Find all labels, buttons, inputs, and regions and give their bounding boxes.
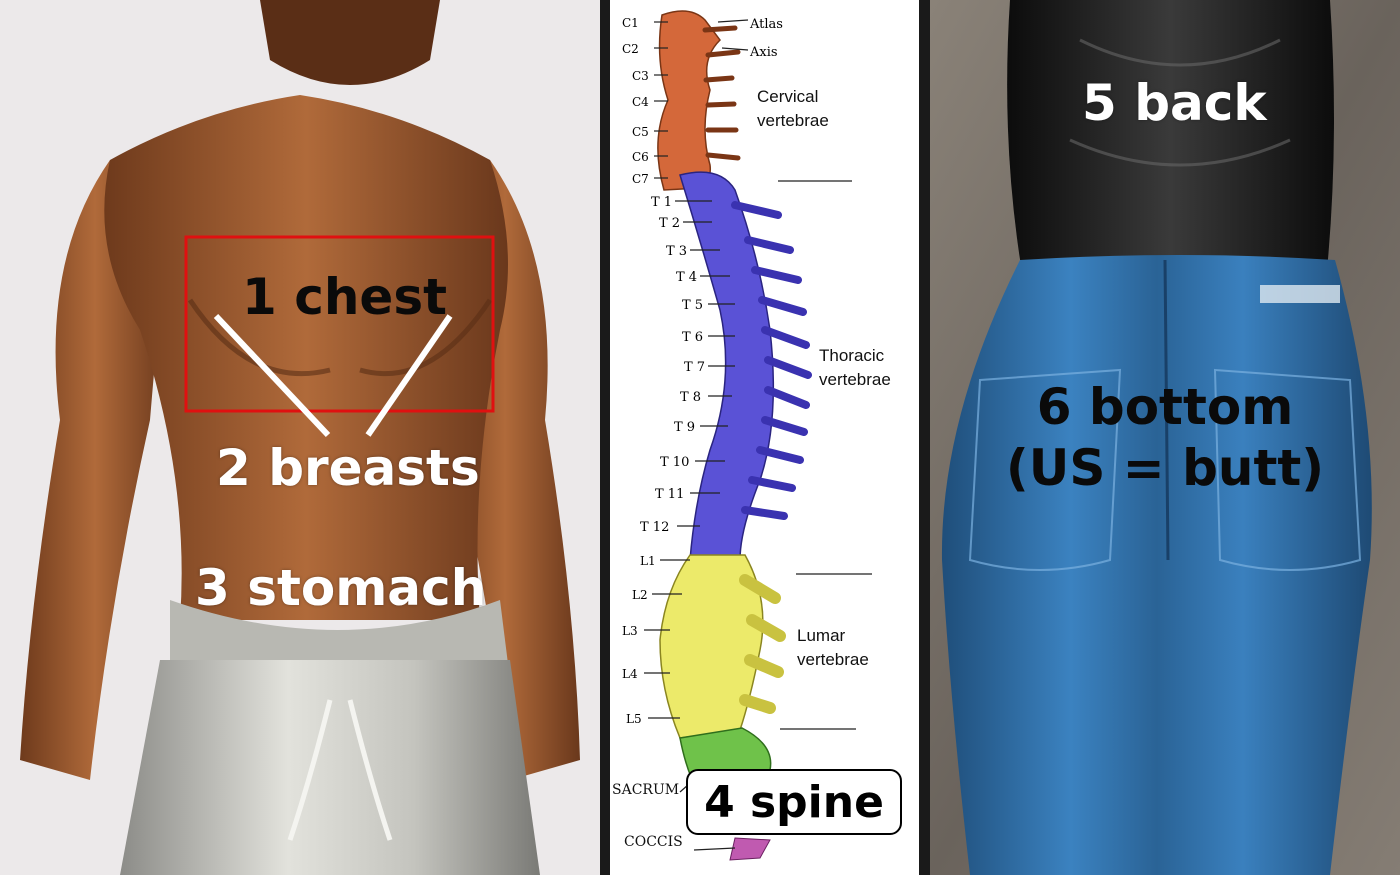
bottom-label: 6 bottom: [1036, 378, 1294, 436]
sacrum-label: SACRUM: [612, 782, 680, 798]
level-label-c4: C4: [632, 95, 649, 109]
level-label-c2: C2: [622, 42, 639, 56]
level-label-t2: T 2: [659, 216, 680, 231]
spine-label: 4 spine: [686, 769, 902, 835]
level-label-t10: T 10: [660, 455, 689, 470]
level-tick-lines: [644, 19, 872, 851]
level-label-l4: L4: [622, 667, 638, 681]
level-label-c6: C6: [632, 150, 649, 164]
level-label-c3: C3: [632, 69, 649, 83]
level-label-c5: C5: [632, 125, 649, 139]
back-label: 5 back: [1082, 74, 1267, 132]
breasts-label: 2 breasts: [216, 439, 480, 497]
level-label-t9: T 9: [674, 420, 695, 435]
level-label-t6: T 6: [682, 330, 703, 345]
level-label-c7: C7: [632, 172, 649, 186]
level-label-l2: L2: [632, 588, 648, 602]
level-label-l1: L1: [640, 554, 656, 568]
level-label-t3: T 3: [666, 244, 687, 259]
torso-photo-panel: 1 chest 2 breasts 3 stomach: [0, 0, 600, 875]
breast-pointer-line-right: [365, 314, 453, 437]
back-photo-panel: 5 back 6 bottom (US = butt): [930, 0, 1400, 875]
torso-illustration: [20, 0, 580, 875]
back-illustration: [930, 0, 1400, 875]
axis-label: Axis: [749, 45, 778, 60]
breast-pointer-line-left: [213, 313, 331, 438]
chest-label: 1 chest: [242, 268, 448, 326]
level-label-t1: T 1: [651, 195, 672, 210]
cervical-vertebrae-shape: [657, 10, 721, 191]
coccis-label: COCCIS: [624, 834, 683, 850]
stomach-label: 3 stomach: [195, 559, 487, 617]
level-label-c1: C1: [622, 16, 639, 30]
level-label-t7: T 7: [684, 360, 705, 375]
chest-highlight-box: [184, 235, 495, 413]
level-label-t8: T 8: [680, 390, 701, 405]
coccyx-shape: [729, 837, 771, 861]
level-label-t5: T 5: [682, 298, 703, 313]
atlas-label: Atlas: [749, 17, 783, 32]
level-label-t11: T 11: [655, 487, 684, 502]
level-label-t4: T 4: [676, 270, 697, 285]
bottom-us-label: (US = butt): [1005, 439, 1325, 497]
level-label-t12: T 12: [640, 520, 669, 535]
level-label-l5: L5: [626, 712, 642, 726]
level-label-l3: L3: [622, 624, 638, 638]
